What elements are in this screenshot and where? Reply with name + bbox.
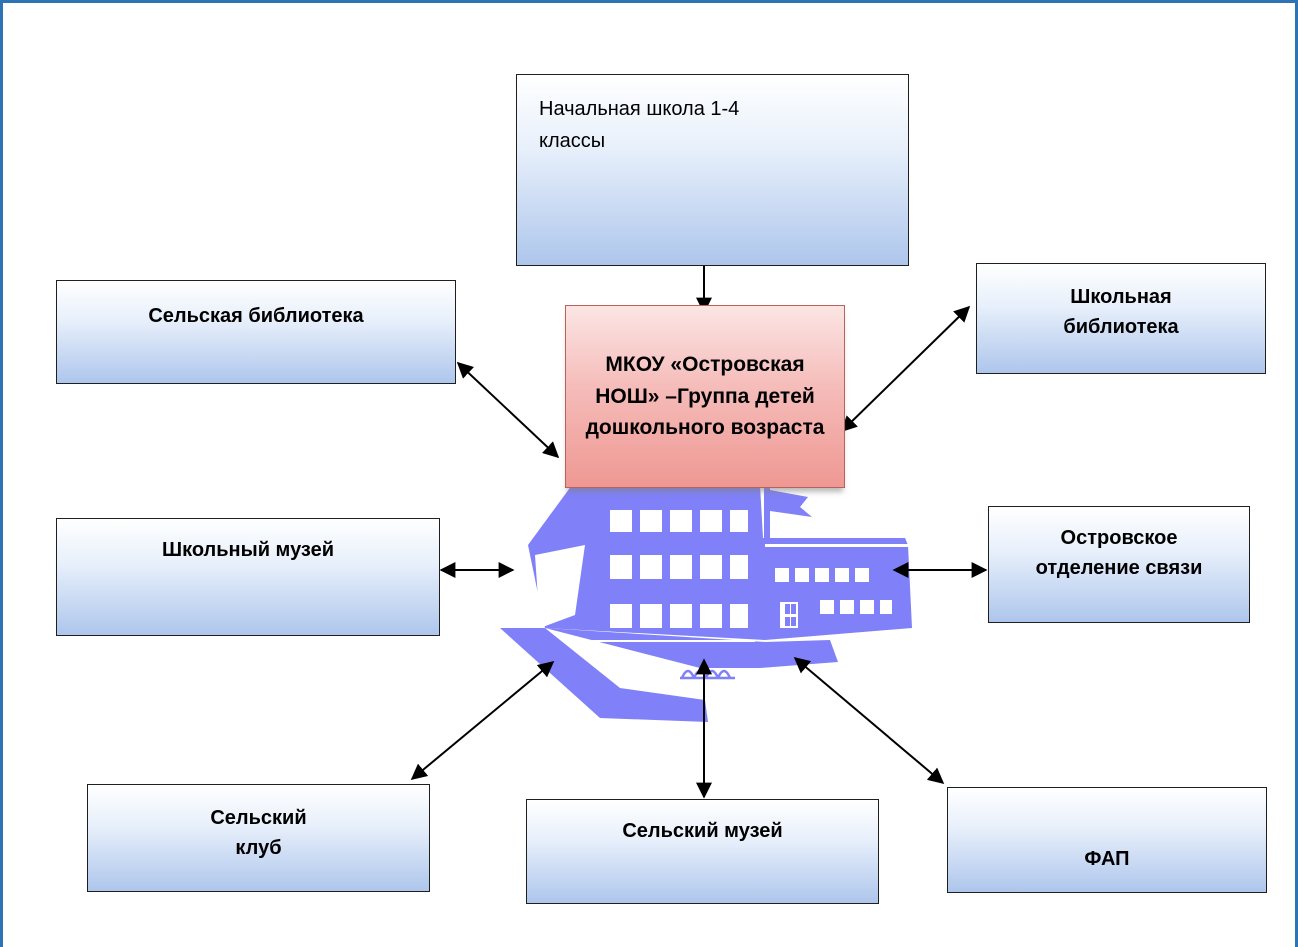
node-fap-label: ФАП [1084,848,1130,870]
page-border-left [0,0,3,947]
node-post-office-label: Островское отделение связи [1035,527,1203,579]
node-village-library: Сельская библиотека [56,280,456,384]
node-school-museum-label: Школьный музей [161,539,335,561]
arrow-village-library [456,361,560,459]
arrow-school-library [840,305,971,433]
node-village-library-label: Сельская библиотека [148,305,364,327]
node-post-office: Островское отделение связи [988,506,1250,623]
node-primary-school-label: Начальная школа 1-4 классы [539,98,740,152]
center-node: МКОУ «Островская НОШ» –Группа детей дошк… [565,305,845,488]
node-school-museum: Школьный музей [56,518,440,636]
node-fap: ФАП [947,787,1267,893]
node-village-club-label: Сельский клуб [210,807,307,859]
node-primary-school: Начальная школа 1-4 классы [516,74,909,266]
node-village-museum: Сельский музей [526,799,879,904]
page-border-top [0,0,1298,3]
arrow-fap [793,656,945,785]
node-school-library-label: Школьная библиотека [1063,286,1179,338]
arrow-village-club [410,660,555,781]
node-school-library: Школьная библиотека [976,263,1266,374]
node-village-museum-label: Сельский музей [622,820,783,842]
center-node-label: МКОУ «Островская НОШ» –Группа детей дошк… [585,353,825,440]
page-border-right [1295,0,1298,947]
node-village-club: Сельский клуб [87,784,430,892]
